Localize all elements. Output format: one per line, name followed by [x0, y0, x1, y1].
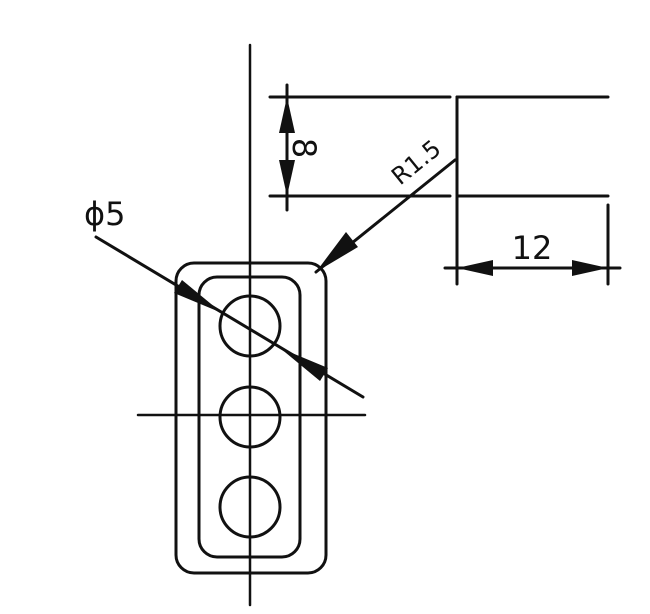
part-inner-slot	[197, 275, 302, 559]
width-arrowhead-right	[572, 260, 608, 276]
diameter-leader	[94, 235, 365, 399]
hole-bottom	[218, 475, 282, 539]
height-label: 8	[285, 138, 323, 158]
detail-view-width	[443, 95, 622, 286]
diameter-label: ϕ5	[84, 195, 125, 233]
part-outer-outline	[174, 261, 328, 575]
height-arrowhead-bottom	[279, 160, 295, 196]
diameter-arrowhead-lower	[280, 348, 328, 381]
height-arrowhead-top	[279, 97, 295, 133]
radius-arrowhead	[316, 232, 358, 272]
hole-top	[218, 294, 282, 358]
hole-middle	[218, 385, 282, 449]
detail-view-height	[268, 83, 452, 212]
radius-leader	[314, 158, 457, 274]
width-label: 12	[512, 229, 553, 267]
radius-label: R1.5	[386, 134, 446, 190]
width-arrowhead-left	[457, 260, 493, 276]
diameter-arrowhead-upper	[174, 280, 222, 313]
